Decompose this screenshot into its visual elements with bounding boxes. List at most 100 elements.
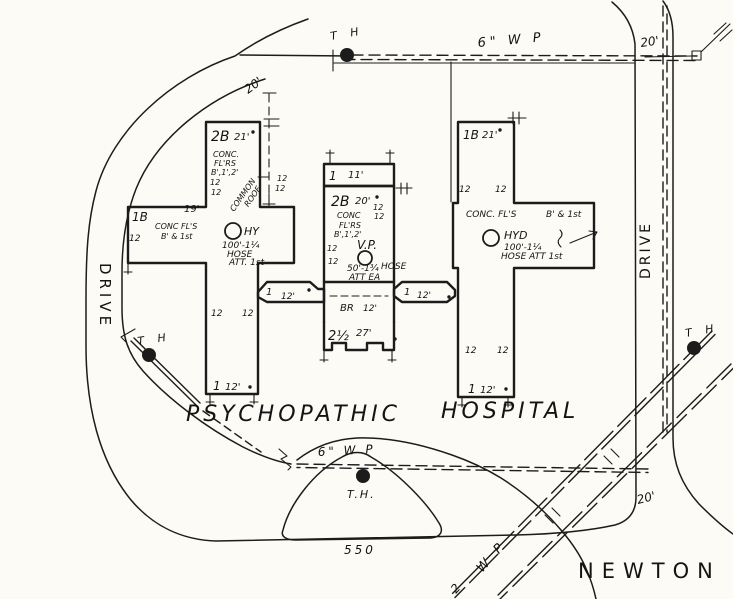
left-building-story: 2B <box>211 129 230 145</box>
dot <box>248 385 252 389</box>
center-conc3: B',1',2' <box>334 230 361 239</box>
dot <box>307 288 311 292</box>
pipe-left-diag-tick <box>120 328 136 343</box>
pipe-diag-size: 2 <box>448 581 464 596</box>
street-drive-right: DRIVE <box>638 221 654 279</box>
right-building-bottom-width: 12' <box>480 385 495 396</box>
right-building-posts <box>457 396 513 408</box>
road-east-curb <box>662 0 733 535</box>
corridor-left-width: 12' <box>281 292 295 302</box>
left-building-12d: 12 <box>275 184 285 193</box>
th-top-marker <box>340 48 354 62</box>
pipe-branch-diag <box>700 23 731 53</box>
hydrant-right-line2: HOSE ATT 1st <box>501 252 563 262</box>
dim-island: 550 <box>344 543 376 557</box>
south-wing-width: 27' <box>356 328 371 339</box>
hydrant-left-line1: 100'-1¼ <box>222 241 260 251</box>
left-building-12a: 12 <box>210 178 220 187</box>
right-building-12a: 12 <box>459 185 471 195</box>
dot <box>498 128 502 132</box>
center-hose1b: HOSE <box>381 262 407 272</box>
th-left-marker <box>142 348 156 362</box>
corridor-left-story: 1 <box>266 287 272 298</box>
yard-h-symbol <box>395 182 413 195</box>
dot <box>393 337 397 341</box>
pipe-top-solid <box>239 54 353 57</box>
pipe-branch-dash-b <box>719 29 733 42</box>
left-wing-conc2: B' & 1st <box>161 232 193 241</box>
title-word2: HOSPITAL <box>441 399 579 424</box>
hydrant-right-label: HYD <box>504 229 527 242</box>
right-building: 1B 21' 12 12 CONC. FL'S B' & 1st HYD 100… <box>451 120 598 408</box>
center-hose1: 50'-1¾ <box>347 264 379 274</box>
center-12d: 12 <box>328 257 338 266</box>
left-building-outline <box>126 120 296 396</box>
pipe-diagonal-1b <box>454 333 716 599</box>
left-building-conc1: CONC. <box>213 150 239 159</box>
pipe-diag-label: W P <box>474 538 510 575</box>
left-building-conc3: B',1',2' <box>211 168 238 177</box>
dot <box>251 130 255 134</box>
dim-top-left: 20' <box>242 74 265 96</box>
pipe-bottom-label: 6" W P <box>317 442 376 459</box>
left-building-12b: 12 <box>211 188 221 197</box>
south-wing-story: 2½ <box>328 329 349 344</box>
south-wing-posts <box>319 349 397 363</box>
left-building-12f: 12 <box>242 309 254 319</box>
pipe-top-dash-b <box>351 58 698 62</box>
tank-hydrant-markers: T H T H T H T.H. <box>137 24 720 501</box>
road-inner-curb-south <box>296 437 597 599</box>
left-wing-width: 19' <box>184 204 199 215</box>
center-12b: 12 <box>374 212 384 221</box>
hydrant-right-circle <box>482 229 500 247</box>
pipe-top-label: 6" W P <box>477 30 545 51</box>
connector-wings: 1 12' BR 12' 1 12' 2½ 27' <box>256 280 457 363</box>
hydrant-left-label: HY <box>244 225 260 238</box>
pipe-top-dash-a <box>351 54 698 57</box>
survey-dots <box>248 128 508 391</box>
road-outer-curb <box>85 1 637 542</box>
pipe-left-diag-b <box>133 337 201 404</box>
bridge-label: BR <box>340 303 354 314</box>
dot <box>447 295 451 299</box>
center-story: 2B <box>331 194 350 210</box>
center-building: 1 11' 2B 20' 12 12 CONC FL'RS B',1',2' V… <box>322 149 407 284</box>
courtyard-walls <box>257 61 635 207</box>
yard-west-wall-h-ticks <box>263 118 280 127</box>
title-word1: PSYCHOPATHIC <box>186 402 401 427</box>
pipe-bottom-dash-a <box>296 463 649 470</box>
hydrant-right-arrow <box>569 230 598 244</box>
dim-bottom-right: 20' <box>635 489 656 507</box>
th-left-label: T H <box>137 330 172 348</box>
south-wing-outline <box>322 320 396 352</box>
right-building-outline <box>451 120 596 399</box>
left-building-bottom-story: 1 <box>213 379 221 393</box>
corridor-right-width: 12' <box>417 291 431 301</box>
pipe-branch-dash-a <box>713 22 727 35</box>
th-top-label: T H <box>329 24 364 43</box>
hydrant-left-line2: HOSE <box>227 250 253 260</box>
center-conc1: CONC <box>337 211 361 220</box>
dot <box>504 387 508 391</box>
left-wing-story: 1B <box>132 210 148 224</box>
pipe-left-diag-dash <box>202 410 262 453</box>
th-bottom-label: T.H. <box>347 488 376 501</box>
pipe-diagonal-2b <box>499 367 733 599</box>
pipe-diagonal-1a <box>451 330 713 595</box>
pipe-diagonal-2a <box>493 363 732 599</box>
center-front-story: 1 <box>329 169 337 183</box>
right-building-12d: 12 <box>497 346 509 356</box>
left-building-12e: 12 <box>211 309 223 319</box>
right-building-12b: 12 <box>495 185 507 195</box>
road-inner-curb-west <box>121 78 292 465</box>
bridge-width: 12' <box>363 304 377 314</box>
map-title: PSYCHOPATHIC HOSPITAL <box>186 399 579 427</box>
left-building-conc2: FL'RS <box>214 159 236 168</box>
right-building-height: 21' <box>482 130 497 141</box>
water-pipes <box>120 5 733 599</box>
hydrant-right-squiggle <box>557 229 563 248</box>
street-newton: NEWTON <box>578 559 721 583</box>
th-right-marker <box>687 341 701 355</box>
